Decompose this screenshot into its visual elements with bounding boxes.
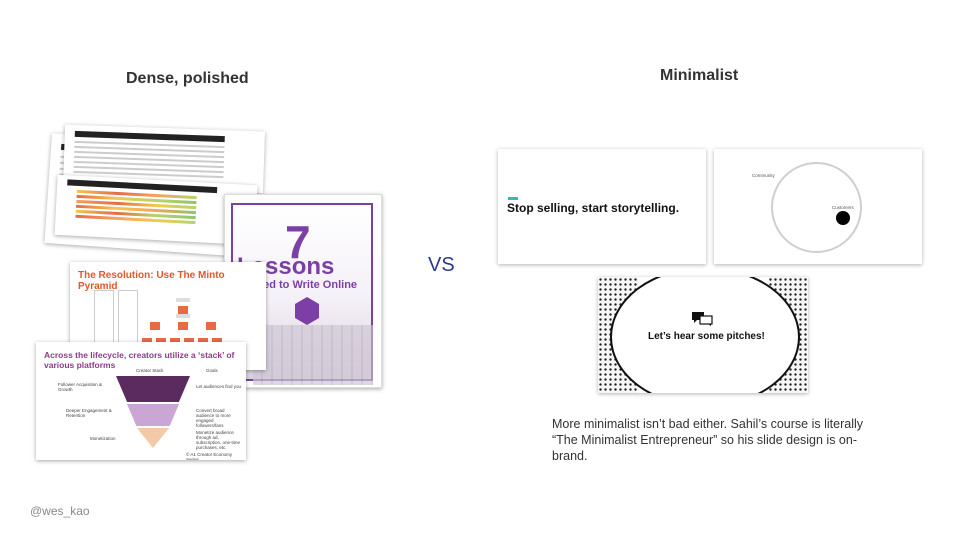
chat-bubbles-icon [692, 312, 713, 326]
community-circle [771, 162, 862, 253]
write-of-passage-badge-icon [295, 297, 319, 325]
funnel-stage: Deeper Engagement & Retention [66, 408, 112, 418]
creator-stack-funnel-slide: Across the lifecycle, creators utilize a… [36, 342, 246, 460]
funnel-bottom-band [137, 428, 169, 448]
customers-label: Customers [832, 205, 854, 210]
community-label: Community [752, 173, 775, 178]
funnel-top-band [116, 376, 190, 402]
funnel-footer: © A1 Creator Economy Series [186, 452, 233, 460]
funnel-goal: Let audiences find you [196, 384, 242, 389]
center-oval [610, 277, 800, 393]
keyboard-photo [253, 325, 373, 385]
lessons-number: 7 [285, 216, 311, 268]
storytelling-text: Stop selling, start storytelling. [507, 201, 680, 215]
lessons-subtitle: eed to Write Online [257, 279, 358, 291]
dense-polished-heading: Dense, polished [126, 70, 249, 87]
funnel-header-right: Goals [206, 368, 218, 373]
funnel-header-left: Creator Stack [136, 368, 164, 373]
funnel-title: Across the lifecycle, creators utilize a… [44, 350, 235, 370]
community-customers-slide: Community Customers [714, 149, 922, 264]
pitches-text: Let’s hear some pitches! [648, 331, 765, 342]
funnel-stage: Follower Acquisition & Growth [58, 382, 103, 392]
minto-title: The Resolution: Use The Minto Pyramid [78, 270, 225, 292]
storytelling-slide: Stop selling, start storytelling. [498, 149, 706, 264]
funnel-goal: Monetize audience through ad, subscripti… [196, 430, 241, 450]
comparison-caption: More minimalist isn’t bad either. Sahil’… [552, 417, 863, 463]
minimalist-heading: Minimalist [660, 67, 739, 84]
funnel-middle-band [127, 404, 179, 426]
author-handle: @wes_kao [30, 504, 90, 518]
accent-dash [508, 197, 518, 200]
pitches-slide: Let’s hear some pitches! [598, 277, 808, 393]
funnel-goal: Convert broad audience to more engaged f… [196, 408, 231, 428]
vs-label: VS [428, 254, 455, 276]
funnel-stage: Monetization [90, 436, 116, 441]
customers-dot [836, 211, 850, 225]
